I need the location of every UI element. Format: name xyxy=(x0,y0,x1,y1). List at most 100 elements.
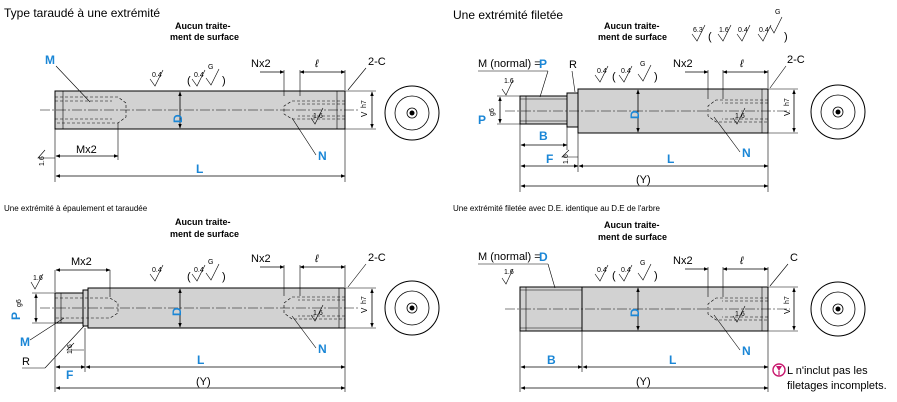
panel-4-treatment-line1: Aucun traite- xyxy=(604,220,660,230)
panel-3-rough-d: 1.6 xyxy=(33,275,43,282)
panel-3-rough-g: G xyxy=(208,259,213,266)
panel-1-treatment-line2: ment de surface xyxy=(170,32,239,42)
panel-2-Nx2: Nx2 xyxy=(673,58,693,70)
svg-text:V: V xyxy=(360,307,369,313)
panel-3-rough-b: 0.4 xyxy=(194,267,204,274)
panel-4-D-ref: D xyxy=(539,250,548,264)
panel-2-sym-04a: 0.4 xyxy=(738,27,748,34)
panel-1-Nx2: Nx2 xyxy=(251,58,271,70)
panel-2-ell: ℓ xyxy=(739,58,744,70)
panel-2-title: Une extrémité filetée xyxy=(453,8,563,22)
panel-1-end-view xyxy=(384,85,440,141)
panel-2-R-label: R xyxy=(569,59,577,71)
panel-1-tol-label: V xyxy=(360,111,369,117)
panel-2-P-label: P xyxy=(478,113,486,127)
panel-1-ell: ℓ xyxy=(314,58,319,70)
svg-text:(: ( xyxy=(612,71,616,83)
panel-1: Type taraudé à une extrémité Aucun trait… xyxy=(4,6,440,182)
svg-text:(: ( xyxy=(708,31,712,43)
panel-3-treatment-line2: ment de surface xyxy=(170,229,239,239)
svg-text:1.6: 1.6 xyxy=(735,311,745,318)
panel-2-treatment-line2: ment de surface xyxy=(598,32,667,42)
panel-2-chamfer: 2-C xyxy=(787,54,805,66)
panel-2: Une extrémité filetée Aucun traite- ment… xyxy=(453,8,866,192)
panel-1-title: Type taraudé à une extrémité xyxy=(4,6,160,20)
panel-1-rough-b: 0.4 xyxy=(194,72,204,79)
svg-text:1.6: 1.6 xyxy=(67,344,74,354)
panel-2-N-label: N xyxy=(742,146,751,160)
panel-3-Mx2: Mx2 xyxy=(71,256,92,268)
panel-1-N-label: N xyxy=(318,149,327,163)
panel-4-rough-c: 1.6 xyxy=(504,269,514,276)
panel-3-title: Une extrémité à épaulement et taraudée xyxy=(4,204,148,213)
panel-3-M-label: M xyxy=(20,335,30,349)
svg-text:(: ( xyxy=(187,271,191,283)
svg-text:V: V xyxy=(783,110,792,116)
panel-3-treatment-line1: Aucun traite- xyxy=(175,217,231,227)
panel-3-Pg-label: g6 xyxy=(16,299,23,307)
panel-3-F-label: F xyxy=(66,368,73,382)
panel-3-rough-a: 0.4 xyxy=(152,267,162,274)
note-line1: L n'inclut pas les xyxy=(787,365,868,377)
panel-2-L-label: L xyxy=(667,152,674,166)
panel-2-B-label: B xyxy=(539,129,548,143)
svg-text:V: V xyxy=(783,308,792,314)
panel-1-treatment-line1: Aucun traite- xyxy=(175,21,231,31)
panel-3-ell: ℓ xyxy=(314,253,319,265)
panel-4-chamfer: C xyxy=(790,252,798,264)
panel-4-M-normal: M (normal) = xyxy=(478,251,541,263)
panel-4-N-label: N xyxy=(742,344,751,358)
panel-4-D-label: D xyxy=(628,308,642,317)
panel-1-rough-c: 1.6 xyxy=(313,113,323,120)
panel-3-end-view xyxy=(384,280,440,336)
panel-4-rough-g: G xyxy=(640,260,645,267)
panel-2-Y-label: (Y) xyxy=(636,174,651,186)
panel-1-rough-g: G xyxy=(208,64,213,71)
panel-1-chamfer: 2-C xyxy=(368,56,386,68)
panel-3-Y-label: (Y) xyxy=(196,376,211,388)
panel-4-Y-label: (Y) xyxy=(636,376,651,388)
panel-3-N-label: N xyxy=(318,342,327,356)
panel-3-P-label: P xyxy=(9,312,23,320)
svg-text:): ) xyxy=(222,75,226,87)
panel-4-B-label: B xyxy=(547,353,556,367)
panel-3-D-label: D xyxy=(170,307,184,316)
panel-2-rough-c: 1.6 xyxy=(735,113,745,120)
panel-1-rough-a: 0.4 xyxy=(152,72,162,79)
panel-1-rough-d: 1.6 xyxy=(39,156,46,166)
panel-1-M-label: M xyxy=(45,53,55,67)
panel-3-chamfer: 2-C xyxy=(368,252,386,264)
panel-4: Une extrémité filetée avec D.E. identiqu… xyxy=(453,204,866,392)
panel-2-sym-63: 6.3 xyxy=(693,27,703,34)
panel-2-P-ref: P xyxy=(539,57,547,71)
svg-text:h7: h7 xyxy=(784,296,791,304)
panel-4-Nx2: Nx2 xyxy=(673,255,693,267)
panel-1-L-label: L xyxy=(196,162,203,176)
panel-2-sym-04b: 0.4 xyxy=(759,27,769,34)
panel-3: Une extrémité à épaulement et taraudée A… xyxy=(4,204,440,392)
panel-2-rough-g: G xyxy=(640,61,645,68)
panel-1-Mx2: Mx2 xyxy=(76,144,97,156)
svg-text:h7: h7 xyxy=(361,100,368,108)
panel-2-Pg-label: g6 xyxy=(489,108,496,116)
panel-2-rough-a: 0.4 xyxy=(597,68,607,75)
panel-4-rough-b: 0.4 xyxy=(621,267,631,274)
panel-2-F-label: F xyxy=(546,152,553,166)
panel-2-thread xyxy=(519,95,568,125)
note-icon xyxy=(772,363,786,377)
panel-2-rough-d: 1.6 xyxy=(563,154,570,164)
panel-4-title: Une extrémité filetée avec D.E. identiqu… xyxy=(453,204,661,213)
panel-2-M-normal: M (normal) = xyxy=(478,58,541,70)
panel-1-D-label: D xyxy=(171,114,185,123)
panel-3-rough-c: 1.6 xyxy=(313,310,323,317)
svg-text:(: ( xyxy=(187,75,191,87)
svg-text:h7: h7 xyxy=(784,98,791,106)
note-line2: filetages incomplets. xyxy=(787,380,887,392)
panel-3-L-label: L xyxy=(197,353,204,367)
svg-text:(: ( xyxy=(612,270,616,282)
svg-text:): ) xyxy=(784,31,788,43)
panel-2-rough-e: 1.6 xyxy=(504,78,514,85)
svg-text:h7: h7 xyxy=(361,296,368,304)
panel-3-Nx2: Nx2 xyxy=(251,253,271,265)
